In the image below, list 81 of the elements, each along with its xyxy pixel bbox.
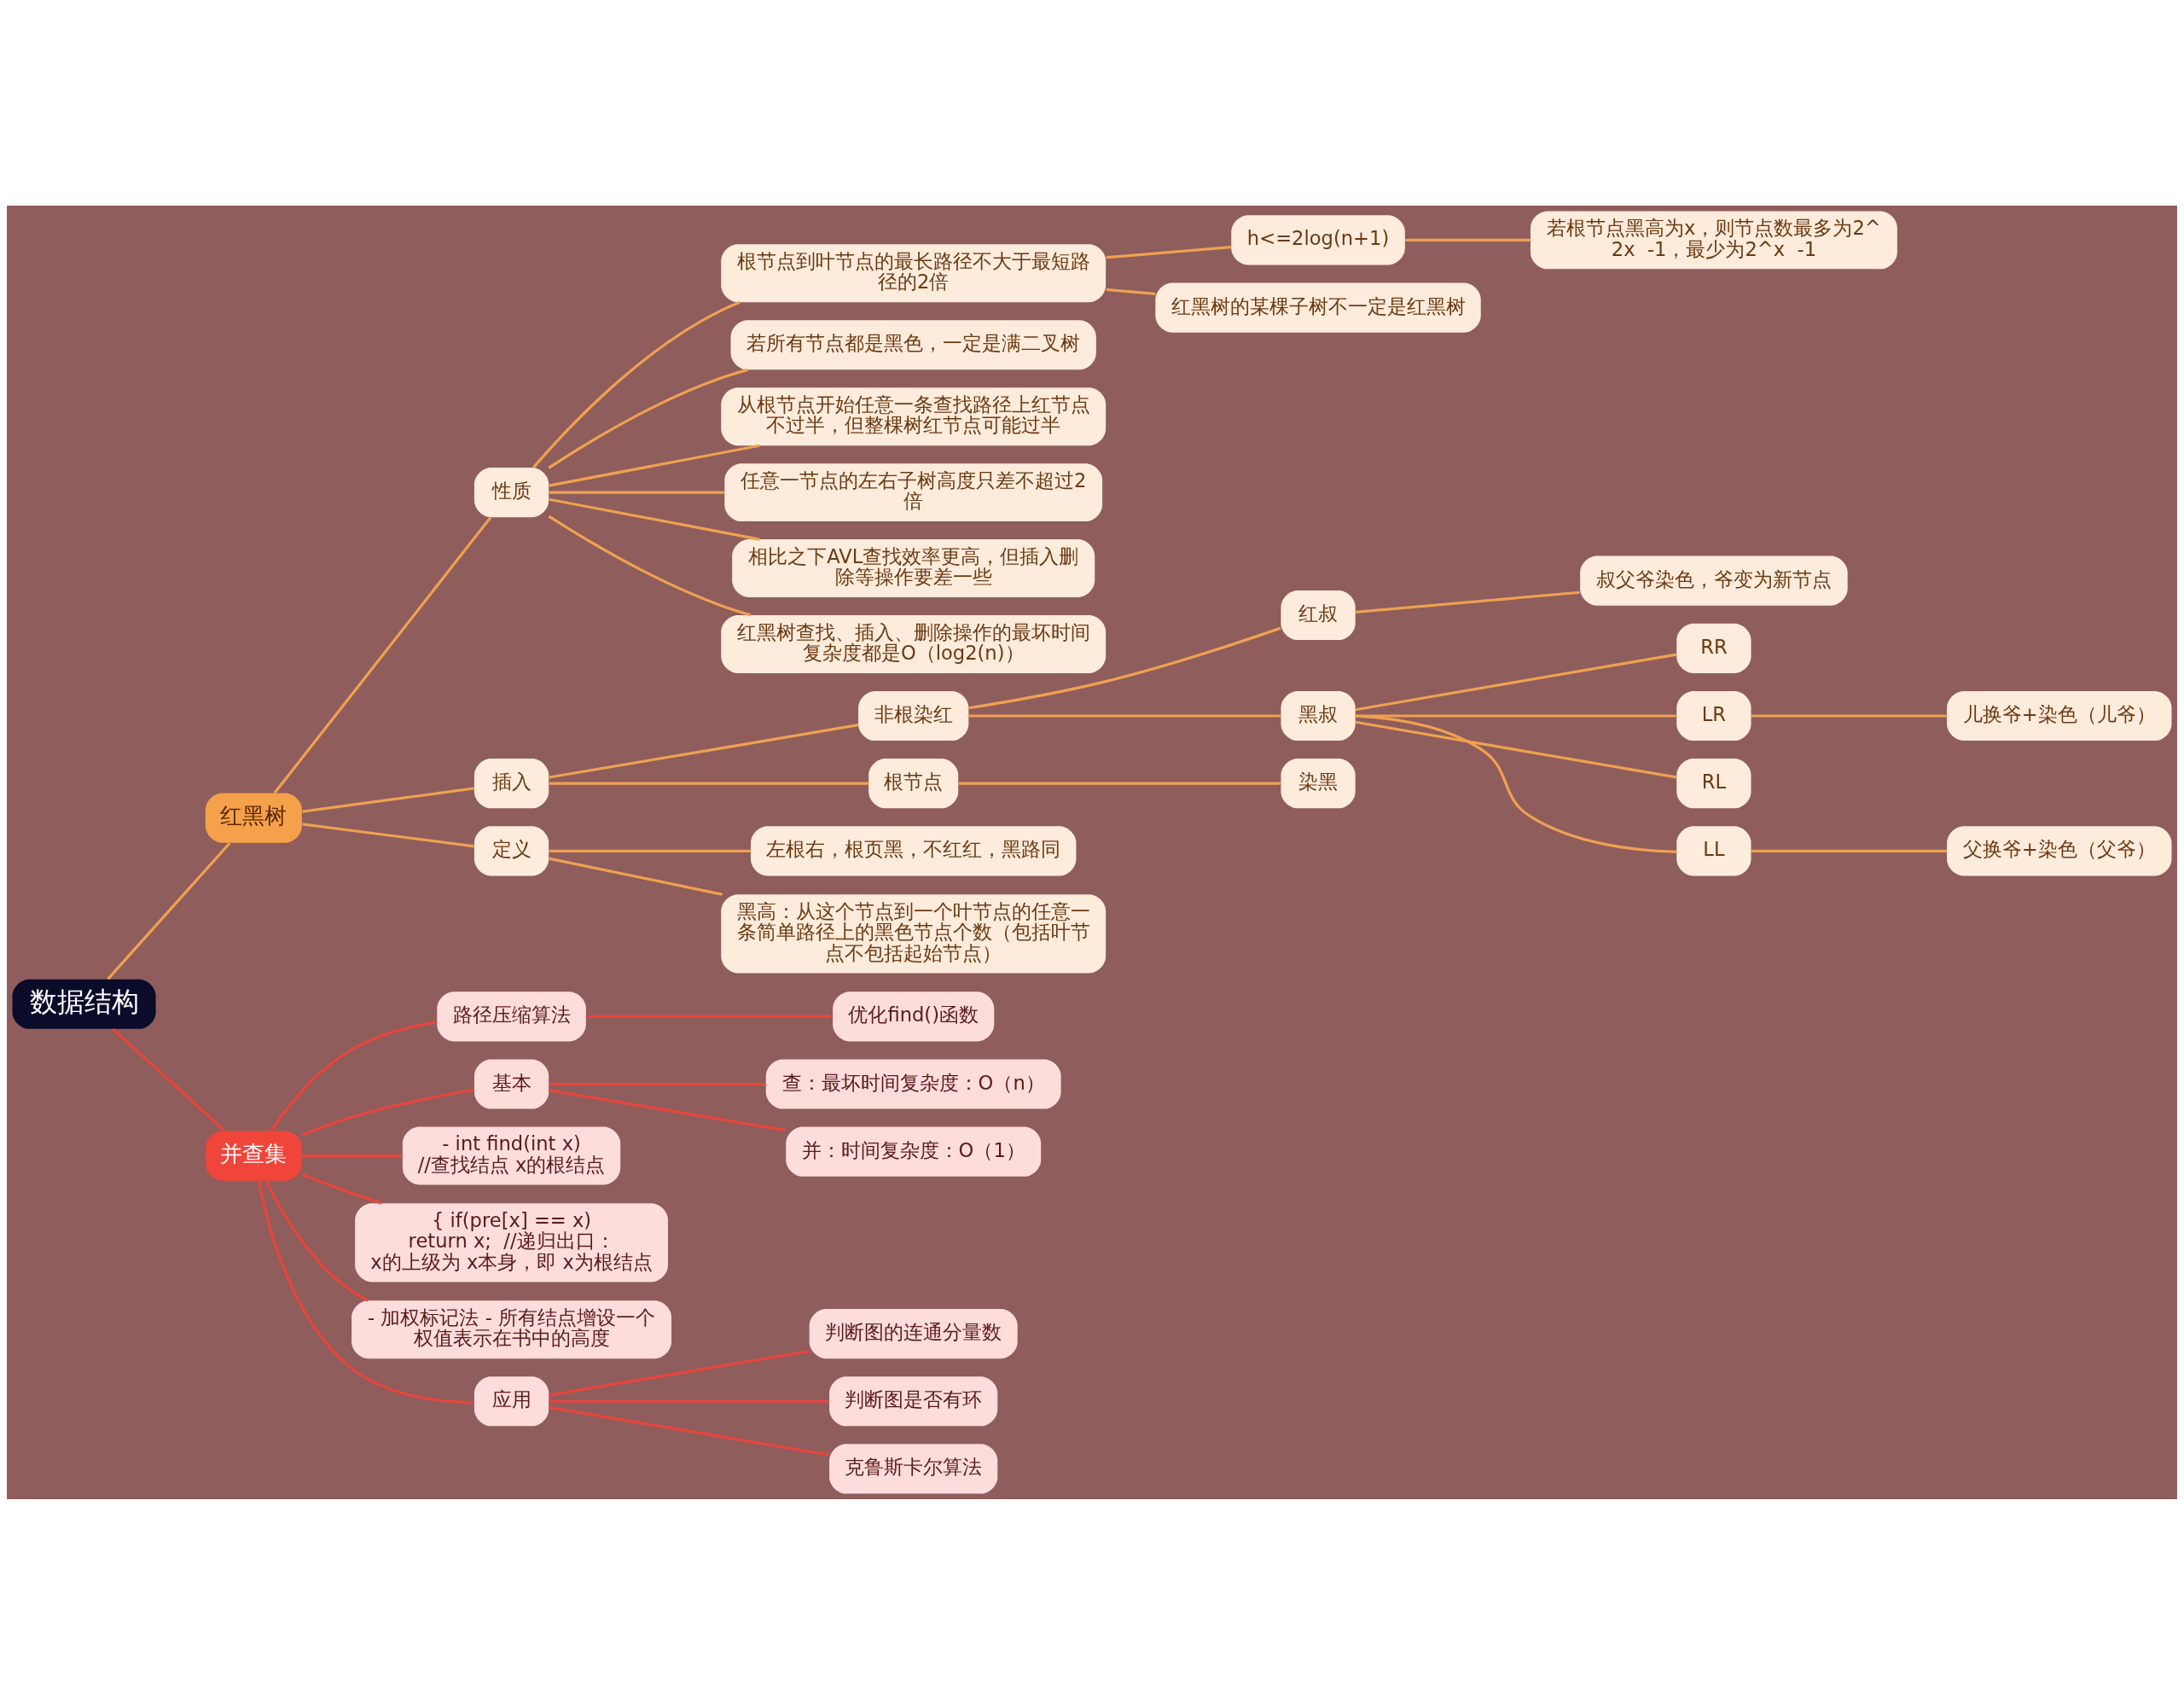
node-box: 相比之下AVL查找效率更高，但插入删除等操作要差一些	[732, 538, 1095, 597]
node-box: - 加权标记法 - 所有结点增设一个权值表示在书中的高度	[351, 1300, 672, 1358]
node-box: 根节点	[868, 758, 959, 808]
connector	[968, 713, 1281, 718]
node-box: 若所有节点都是黑色，一定是满二叉树	[730, 319, 1096, 369]
node-box: 判断图是否有环	[829, 1375, 998, 1426]
node-box: 从根节点开始任意一条查找路径上红节点不过半，但整棵树红节点可能过半	[721, 387, 1107, 445]
connector	[549, 1399, 829, 1403]
node-box: 红叔	[1281, 590, 1356, 640]
node-box: 数据结构	[12, 979, 156, 1029]
node-box: 任意一节点的左右子树高度只差不超过2倍	[724, 462, 1103, 521]
connector	[302, 786, 474, 813]
node-box: LL	[1676, 825, 1751, 875]
connector	[1355, 713, 1676, 718]
connector	[301, 1088, 474, 1137]
node-box: 应用	[473, 1375, 549, 1426]
connector	[958, 782, 1281, 785]
connector	[273, 516, 492, 794]
node-box: 黑叔	[1281, 690, 1356, 741]
node-box: 父换爷+染色（父爷）	[1947, 825, 2172, 875]
connector	[1355, 714, 1677, 853]
connector	[270, 1020, 438, 1131]
connector	[257, 1180, 474, 1404]
connector	[549, 1088, 787, 1131]
connector	[1106, 288, 1156, 295]
node-box: 儿换爷+染色（儿爷）	[1947, 690, 2172, 741]
connector	[1405, 238, 1531, 241]
connector	[532, 300, 741, 468]
node-box: 优化find()函数	[833, 991, 995, 1041]
node-box: - int find(int x) //查找结点 x的根结点	[402, 1126, 621, 1184]
node-box: h<=2log(n+1)	[1231, 214, 1405, 265]
node-box: 查：最坏时间复杂度：O（n）	[765, 1058, 1061, 1109]
connector	[1751, 849, 1947, 852]
connector	[549, 1082, 766, 1085]
connector	[549, 1349, 810, 1397]
node-box: { if(pre[x] == x) return x; //递归出口：x的上级为 x本身，即 x为根结点	[355, 1202, 668, 1282]
node-box: 根节点到叶节点的最长路径不大于最短路径的2倍	[721, 243, 1107, 302]
connector	[549, 782, 869, 785]
node-box: 红黑树查找、插入、删除操作的最坏时间复杂度都是O（log2(n)）	[721, 614, 1107, 673]
connector	[549, 857, 723, 896]
node-box: RL	[1676, 758, 1751, 808]
connector	[1355, 590, 1580, 614]
connector	[968, 626, 1281, 709]
connector	[107, 841, 231, 980]
node-box: 并查集	[205, 1130, 302, 1181]
node-box: 插入	[473, 758, 549, 808]
connector	[549, 723, 859, 779]
connector	[302, 1154, 403, 1157]
node-box: 叔父爷染色，爷变为新节点	[1580, 555, 1848, 606]
node-box: RR	[1676, 623, 1751, 673]
connector	[548, 515, 752, 616]
connector	[301, 1172, 383, 1205]
node-box: 染黑	[1281, 758, 1356, 808]
node-box: 基本	[473, 1058, 549, 1109]
node-box: 性质	[473, 467, 549, 517]
node-box: 非根染红	[858, 690, 969, 741]
node-box: 红黑树	[205, 793, 302, 843]
node-box: 若根节点黑高为x，则节点数最多为2^2x -1，最少为2^x -1	[1530, 210, 1897, 269]
node-box: 红黑树的某棵子树不一定是红黑树	[1155, 282, 1481, 333]
connector	[1751, 713, 1947, 718]
node-box: 路径压缩算法	[437, 991, 586, 1041]
node-box: 定义	[473, 825, 549, 875]
connector	[302, 822, 474, 847]
node-box: LR	[1676, 690, 1751, 741]
node-box: 克鲁斯卡尔算法	[829, 1443, 998, 1494]
connector	[112, 1027, 226, 1131]
connector	[1355, 720, 1677, 778]
node-box: 并：时间复杂度：O（1）	[786, 1126, 1042, 1177]
connector	[1106, 245, 1231, 259]
connector	[586, 1015, 833, 1018]
connector	[1355, 653, 1677, 711]
connector	[264, 1179, 369, 1302]
connector	[549, 849, 751, 852]
node-box: 判断图的连通分量数	[809, 1308, 1018, 1358]
node-box: 黑高：从这个节点到一个叶节点的任意一条简单路径上的黑色节点个数（包括叶节点不包括起始节点）	[721, 893, 1107, 973]
connector	[549, 444, 760, 487]
node-box: 左根右，根页黑，不红红，黑路同	[751, 825, 1077, 875]
connector	[549, 491, 724, 494]
connector	[549, 1405, 830, 1457]
connector	[548, 368, 748, 469]
connector	[549, 497, 760, 541]
